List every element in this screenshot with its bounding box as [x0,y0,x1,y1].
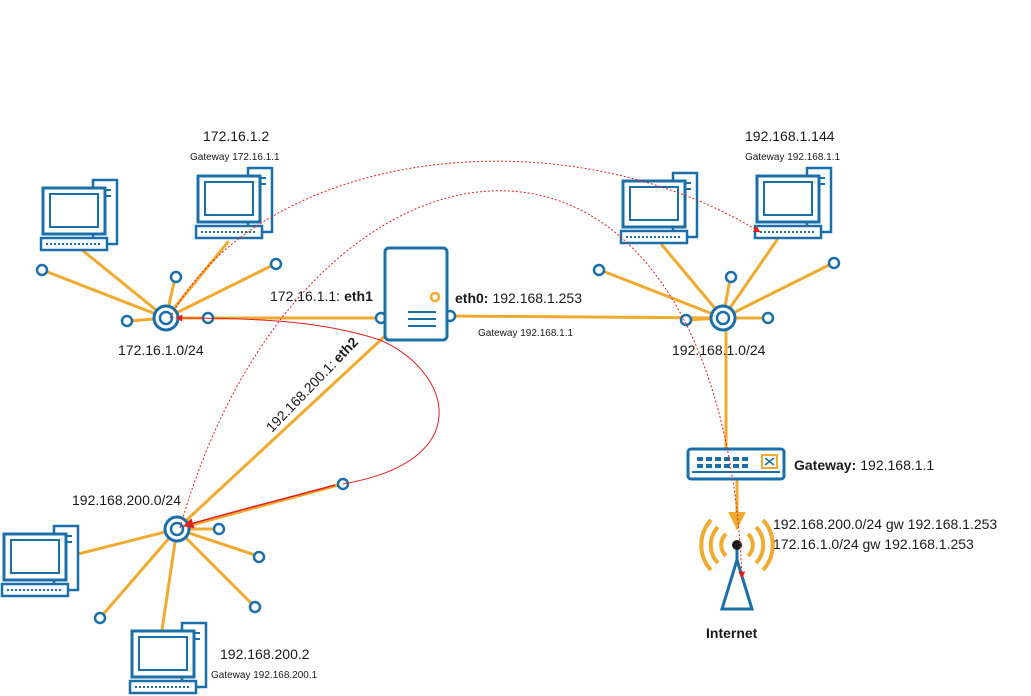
network-links [43,238,835,632]
eth2-ip: 192.168.200.1: [263,357,339,435]
computer-icon [194,166,274,240]
endpoint-nodes [35,256,841,625]
gateway-label: Gateway:192.168.1.1 [794,457,934,473]
link-hub192-pc2 [721,238,779,320]
computer-icon [753,166,833,240]
subnet-label-200: 192.168.200.0/24 [72,492,181,508]
route-return-172 [175,314,440,485]
link-hub200-pc2 [160,527,179,632]
computer-icon [0,524,80,598]
switch-icon [686,447,786,481]
route-paths [169,160,761,579]
eth2-label: 192.168.200.1:eth2 [263,334,362,435]
computer-icon [619,171,699,245]
server-icon [383,246,449,342]
gateway-word: Gateway: [794,457,856,473]
eth0-label: eth0:192.168.1.253 [455,290,582,306]
route-return-200 [182,484,336,529]
host-gateway-172: Gateway 172.16.1.1 [190,152,280,163]
eth0-gateway: Gateway 192.168.1.1 [478,328,574,339]
route-200-to-internet [179,190,746,579]
link-hub200-pc1 [76,527,179,556]
gateway-ip: 192.168.1.1 [860,457,934,473]
link-router-hub200 [175,334,387,531]
hub-icon [163,515,191,543]
internet-label: Internet [706,625,758,641]
host-ip-200: 192.168.200.2 [220,646,310,662]
subnet-label-192: 192.168.1.0/24 [672,342,766,358]
eth1-label: 172.16.1.1:eth1 [270,288,373,304]
antenna-icon [699,518,775,611]
eth0-name: eth0: [455,290,488,306]
eth1-ip: 172.16.1.1: [270,288,340,304]
host-ip-192: 192.168.1.144 [745,128,835,144]
route-172-to-192 [169,160,761,319]
link-router-hub192 [446,314,725,320]
route-line-2: 172.16.1.0/24 gw 192.168.1.253 [773,536,974,552]
host-gateway-192: Gateway 192.168.1.1 [745,152,841,163]
link-hub192-pc1 [660,243,725,320]
subnet-label-172: 172.16.1.0/24 [118,342,204,358]
eth1-name: eth1 [344,288,373,304]
computer-icon [128,621,208,695]
route-line-1: 192.168.200.0/24 gw 192.168.1.253 [773,516,997,532]
link-hub172-pc1 [80,248,168,320]
eth0-ip: 192.168.1.253 [492,290,582,306]
host-ip-172: 172.16.1.2 [203,128,269,144]
host-gateway-200: Gateway 192.168.200.1 [211,670,318,681]
hub-icon [709,304,737,332]
computer-icon [39,178,119,252]
link-hub172-pc2 [164,240,230,320]
